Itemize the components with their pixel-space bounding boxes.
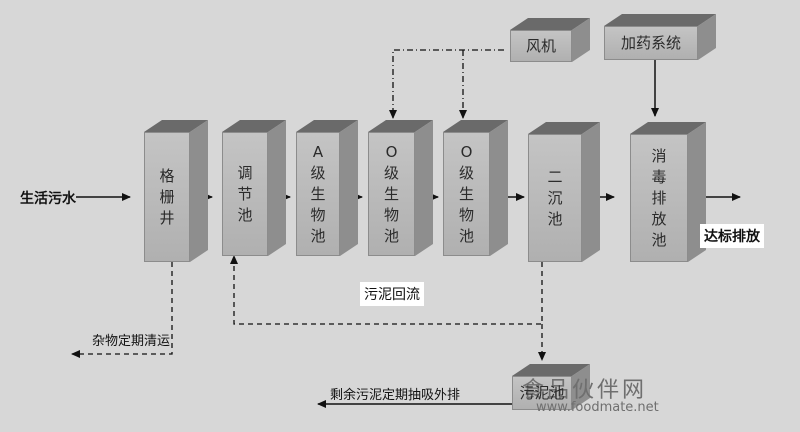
air-line-blower-to-o1 (389, 49, 504, 119)
secondary-clarifier-unit: 二沉池 (528, 134, 582, 262)
debris-removal-label: 杂物定期清运 (92, 334, 171, 349)
sludge-tank-label: 污泥池 (519, 383, 565, 402)
watermark-cn: 食品伙伴网 (522, 378, 648, 403)
disinfection-tank-unit: 消毒排放池 (630, 134, 688, 262)
blower-unit: 风机 (510, 30, 572, 62)
excess-sludge-label: 剩余污泥定期抽吸外排 (330, 388, 461, 403)
disinfection-tank-label: 消毒排放池 (651, 146, 667, 249)
watermark-url: www.foodmate.net (536, 400, 659, 415)
outlet-label: 达标排放 (700, 224, 764, 248)
grille-well-unit: 格栅井 (144, 132, 190, 262)
inlet-label: 生活污水 (20, 191, 76, 207)
debris-line (71, 262, 173, 358)
blower-label: 风机 (525, 36, 556, 55)
grille-well-label: 格栅井 (159, 166, 175, 227)
sludge-return-label: 污泥回流 (360, 282, 424, 306)
sludge-return-line (230, 255, 543, 325)
secondary-clarifier-label: 二沉池 (547, 167, 563, 228)
regulating-tank-unit: 调节池 (222, 132, 268, 256)
dosing-system-label: 加药系统 (620, 33, 681, 52)
regulating-tank-label: 调节池 (237, 163, 253, 224)
sludge-tank-unit: 污泥池 (512, 376, 572, 410)
dosing-system-unit: 加药系统 (604, 26, 698, 60)
